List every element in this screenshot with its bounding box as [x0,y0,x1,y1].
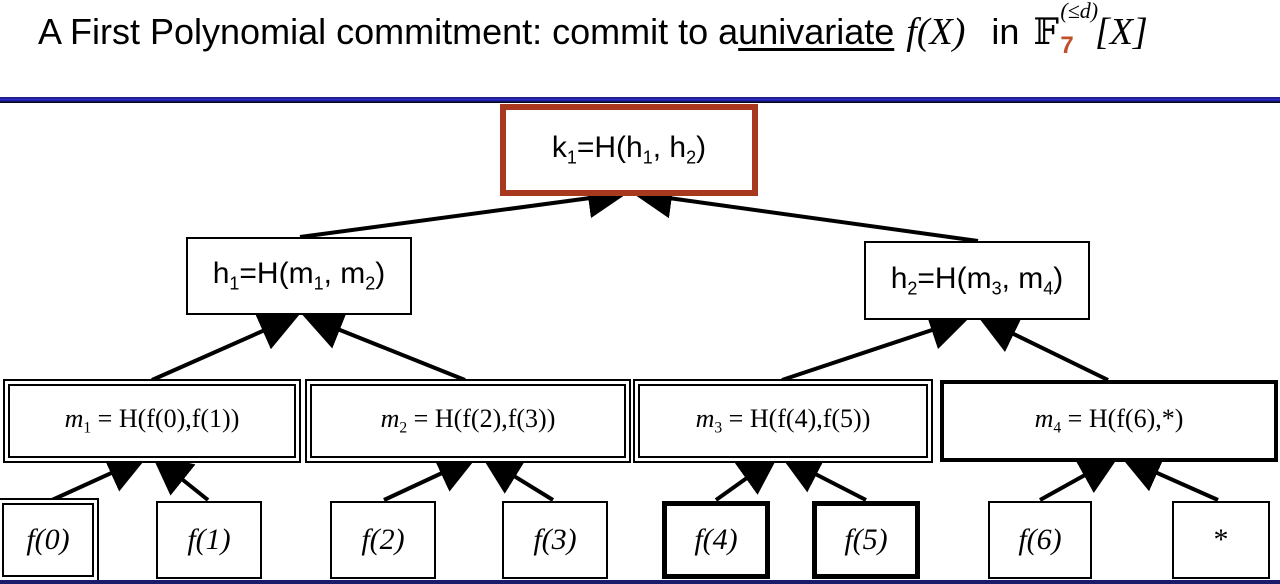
edge-f5-m3 [780,456,867,502]
inner-node-h1: h1=H(m1, m2) [186,237,412,315]
edge-f2-m2 [383,455,478,502]
field-superscript: (≤d) [1060,0,1099,23]
inner-label: h2=H(m3, m4) [890,261,1064,299]
leaf-label: f(2) [361,523,405,556]
edge-h1-root [299,178,628,239]
message-node-m1: m1 = H(f(0),f(1)) [8,384,296,458]
leaf-f5: f(5) [812,501,920,579]
leaf-f4: f(4) [662,501,770,579]
message-label: m2 = H(f(2),f(3)) [380,404,556,437]
edge-f0-m1 [51,455,148,502]
leaf-label: f(1) [187,523,231,556]
leaf-f3: f(3) [502,501,608,579]
message-node-m2: m2 = H(f(2),f(3)) [310,384,626,458]
root-label: k1=H(h1, h2) [551,131,707,168]
edge-star-m4 [1120,454,1219,502]
leaf-label: f(5) [844,523,888,556]
title-prefix: A First Polynomial commitment: commit to… [38,11,739,52]
title-field: 𝔽 (≤d) 7 [1033,0,1098,59]
edge-f4-m3 [714,455,779,502]
edge-f6-m4 [1039,456,1119,502]
edge-m2-h1 [302,311,466,382]
leaf-f2: f(2) [330,501,436,579]
leaf-label: f(4) [694,523,738,556]
title-var: [X] [1094,11,1148,53]
footer-rule [0,580,1280,584]
edge-h2-root [632,178,979,243]
title-univariate: univariate [738,11,895,52]
leaf-label: f(0) [26,523,70,556]
message-label: m4 = H(f(6),*) [1034,404,1184,437]
edge-f1-m1 [151,455,210,502]
inner-node-h2: h2=H(m3, m4) [864,241,1090,320]
field-symbol: 𝔽 [1033,12,1059,53]
edge-m1-h1 [151,312,300,382]
message-node-m4: m4 = H(f(6),*) [940,380,1278,462]
leaf-label: * [1213,523,1229,556]
title-poly: f(X) [906,11,966,53]
message-node-m3: m3 = H(f(4),f(5)) [638,384,928,458]
leaf-label: f(6) [1018,523,1062,556]
slide-title: A First Polynomial commitment: commit to… [38,0,1148,70]
leaf-label: f(3) [533,523,577,556]
leaf-padding: * [1172,501,1270,579]
root-node: k1=H(h1, h2) [500,104,758,196]
leaf-f6: f(6) [988,501,1092,579]
header-rule [0,97,1280,103]
edge-m3-h2 [781,311,970,382]
edge-f3-m2 [481,455,555,502]
message-label: m1 = H(f(0),f(1)) [64,404,240,437]
inner-label: h1=H(m1, m2) [212,257,386,294]
title-in: in [991,11,1020,52]
leaf-f1: f(1) [156,501,262,579]
leaf-f0: f(0) [2,503,94,577]
field-subscript: 7 [1060,32,1074,59]
message-label: m3 = H(f(4),f(5)) [695,404,871,437]
edge-m4-h2 [977,316,1109,382]
